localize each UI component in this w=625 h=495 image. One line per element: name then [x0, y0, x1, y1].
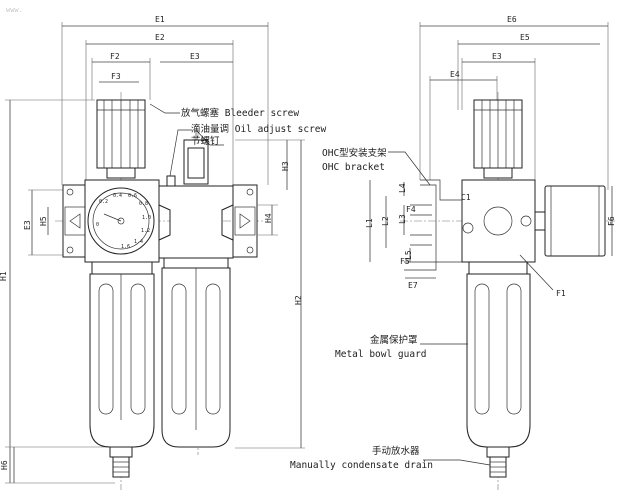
svg-text:1.2: 1.2 [141, 228, 150, 234]
label-f5: F5 [400, 257, 410, 266]
dimension-h1: H1 [0, 99, 115, 484]
label-e3-side: E3 [492, 52, 502, 61]
side-drain [486, 446, 510, 478]
label-drain-cn: 手动放水器 [372, 445, 420, 457]
regulator-knob [96, 99, 146, 179]
label-e3-front: E3 [190, 52, 200, 61]
label-l2: L2 [381, 216, 390, 226]
side-regulator-knob [473, 99, 523, 179]
label-e1: E1 [155, 15, 165, 24]
side-bowl [466, 261, 531, 448]
lubricator-bowl [161, 257, 231, 448]
svg-text:0.4: 0.4 [113, 193, 122, 199]
label-e3-vertical: E3 [23, 220, 32, 230]
label-f2: F2 [110, 52, 120, 61]
label-l3: L3 [398, 214, 407, 224]
side-gauge [534, 185, 606, 257]
side-view: E6 E5 E3 E4 [290, 15, 616, 490]
label-bowl-guard-cn: 金属保护罩 [370, 334, 418, 346]
label-bowl-guard-en: Metal bowl guard [335, 349, 427, 360]
dimension-e6: E6 [419, 15, 609, 190]
svg-text:0: 0 [96, 222, 99, 228]
dimension-e3-vertical: E3 [23, 189, 65, 256]
pressure-gauge: 0.2 0.4 0.6 0.8 1.0 1.2 1.4 1.6 0 [87, 187, 155, 255]
svg-text:1.6: 1.6 [121, 244, 130, 250]
dimension-h4: H4 [258, 204, 278, 236]
svg-text:1.0: 1.0 [142, 215, 151, 221]
label-h2: H2 [294, 295, 303, 305]
label-f4: F4 [406, 205, 416, 214]
dimension-e2: E2 [85, 33, 234, 185]
dimension-e5: E5 [457, 33, 600, 110]
label-ohc-bracket-en: OHC bracket [322, 162, 385, 173]
label-e4: E4 [450, 70, 460, 79]
svg-text:0.2: 0.2 [99, 199, 108, 205]
label-e6: E6 [507, 15, 517, 24]
label-oil-adjust-screw-2: 节螺钉 [191, 136, 220, 147]
label-h1: H1 [0, 271, 8, 281]
label-ohc-bracket-cn: OHC型安装支架 [322, 147, 387, 159]
label-h3: H3 [281, 161, 290, 171]
front-view: E1 E2 F2 F3 E3 H1 [0, 15, 327, 490]
dimension-e3-side: E3 [461, 52, 536, 185]
label-f1: F1 [556, 289, 566, 298]
label-l1: L1 [365, 218, 374, 228]
label-f3: F3 [111, 72, 121, 81]
dimension-e1: E1 [61, 15, 269, 185]
label-e7: E7 [408, 281, 418, 290]
filter-bowl [89, 261, 155, 448]
dimension-f2: F2 [91, 52, 151, 100]
dimension-h3: H3 [281, 140, 290, 190]
svg-text:1.4: 1.4 [134, 239, 143, 245]
dimension-f3: F3 [99, 72, 139, 83]
svg-text:0.8: 0.8 [139, 201, 148, 207]
dimension-e4: E4 [429, 70, 498, 180]
label-h6: H6 [0, 460, 9, 470]
left-port-flange [62, 184, 88, 258]
dimension-e3-front: E3 [160, 52, 233, 63]
dimension-h5: H5 [39, 207, 49, 235]
watermark: www. [6, 6, 23, 14]
label-drain-en: Manually condensate drain [290, 460, 433, 471]
ohc-bracket [404, 179, 462, 271]
label-l4: L4 [398, 183, 407, 193]
dimension-h2: H2 [235, 139, 305, 449]
svg-text:0.6: 0.6 [128, 193, 137, 199]
side-body [461, 179, 536, 263]
label-h4: H4 [264, 213, 273, 223]
front-drain [109, 446, 133, 478]
lubricator-head [158, 130, 234, 259]
label-h5: H5 [39, 216, 48, 226]
label-e2: E2 [155, 33, 165, 42]
label-l5: L5 [404, 250, 413, 260]
label-c1: C1 [461, 193, 471, 202]
dimension-h6: H6 [0, 446, 115, 483]
label-oil-adjust-screw: 滴油量调 Oil adjust screw [191, 123, 327, 135]
label-e5: E5 [520, 33, 530, 42]
label-f6: F6 [607, 216, 616, 226]
right-port-flange [232, 184, 258, 258]
label-bleeder-screw: 放气螺塞 Bleeder screw [181, 107, 299, 119]
